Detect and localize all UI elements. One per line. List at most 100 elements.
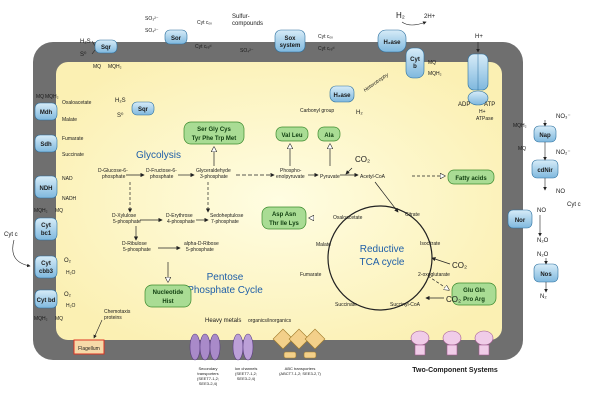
svg-text:MQH₂: MQH₂ [108,64,122,70]
aa-box-aspasn: Asp Asn Thr Ile Lys [261,206,307,230]
aa-box-nucleotide: Nucleotide Hist [144,284,192,308]
svg-text:Acetyl-CoA: Acetyl-CoA [360,174,386,180]
svg-text:MQH₂: MQH₂ [428,71,442,77]
svg-text:Fatty acids: Fatty acids [455,176,487,182]
ppc-title: Pentose [207,272,244,283]
svg-text:Isocitrate: Isocitrate [420,241,441,247]
sox-system: Sulfur- compounds SO₄²⁻ Sox system Cyt c… [232,14,334,54]
abc-transporters: ABC transporters (ABCT7-1,2; SEE3-2,7) [272,328,326,376]
svg-text:D-Erythrose: D-Erythrose [166,213,193,219]
svg-text:system: system [280,43,301,49]
svg-text:H₂: H₂ [356,110,363,116]
svg-text:NO: NO [537,208,546,214]
two-component-systems: Two-Component Systems [410,330,498,374]
svg-text:CO₂: CO₂ [355,155,370,164]
svg-text:Cyt: Cyt [41,223,51,229]
svg-text:H₂O: H₂O [66,303,76,309]
svg-text:Cyt c: Cyt c [567,202,581,208]
svg-text:NDH: NDH [40,186,53,192]
svg-text:MQH₂: MQH₂ [513,123,527,129]
svg-text:H₂ase: H₂ase [333,93,351,99]
svg-text:compounds: compounds [232,21,263,27]
svg-text:Thr Ile Lys: Thr Ile Lys [269,221,299,227]
svg-text:MQ: MQ [55,208,63,214]
svg-text:2H+: 2H+ [424,14,436,20]
atp-synthase: H+ ADP ATP H+ ATPase [458,34,495,122]
svg-text:(SEET7-1,2;: (SEET7-1,2; [235,371,257,376]
ion-channels: Ion channels (SEET7-1,2; SEE3-2,4) [232,333,258,381]
svg-text:NAD: NAD [62,176,73,182]
svg-text:5-phosphate: 5-phosphate [186,247,214,253]
svg-text:Val Leu: Val Leu [281,133,302,139]
rtca-title: Reductive [360,244,405,255]
svg-text:Cyt: Cyt [41,261,51,267]
svg-text:Flagellum: Flagellum [78,346,100,352]
svg-text:Fumarate: Fumarate [62,136,84,142]
svg-text:3-phosphate: 3-phosphate [200,174,228,180]
svg-text:H₂O: H₂O [66,270,76,276]
svg-text:Sulfur-: Sulfur- [232,14,250,20]
svg-text:Sox: Sox [284,36,296,42]
svg-text:MQH₂: MQH₂ [34,208,48,214]
svg-text:Nor: Nor [515,218,526,224]
svg-text:SO₄²⁻: SO₄²⁻ [240,48,254,54]
svg-text:Cyt cᵣₑᵈ: Cyt cᵣₑᵈ [195,44,211,50]
svg-text:MQH₂: MQH₂ [45,94,59,100]
svg-text:Oxaloacetate: Oxaloacetate [62,100,92,106]
svg-text:Sor: Sor [171,36,182,42]
svg-text:Fumarate: Fumarate [300,272,322,278]
svg-text:S⁰: S⁰ [80,51,87,58]
cytoplasm [56,62,502,340]
svg-text:enolpyruvate: enolpyruvate [276,174,305,180]
svg-text:Hist: Hist [162,299,173,305]
svg-text:proteins: proteins [104,315,122,321]
svg-text:Malate: Malate [62,117,77,123]
svg-text:2-oxoglutarate: 2-oxoglutarate [418,272,450,278]
svg-text:Cyt c: Cyt c [4,232,18,238]
svg-text:Sdh: Sdh [40,142,52,148]
flagellum: Flagellum Chemotaxis proteins [73,309,131,355]
svg-text:MQ: MQ [428,60,436,66]
svg-text:transporters: transporters [197,371,218,376]
svg-text:SO₄²⁻: SO₄²⁻ [145,28,159,34]
svg-text:Pro Arg: Pro Arg [463,297,485,303]
svg-text:D-Fructose-6-: D-Fructose-6- [146,168,177,174]
svg-text:Chemotaxis: Chemotaxis [104,309,131,315]
sqr-protein-inner: H₂S S⁰ Sqr [115,98,155,119]
svg-text:CO₂: CO₂ [446,295,461,304]
ppc-pathway: D-Xylulose 5-phosphate D-Erythrose 4-pho… [112,182,244,253]
svg-text:MQ: MQ [93,64,101,70]
svg-text:SO₃²⁻: SO₃²⁻ [145,16,159,22]
svg-text:phosphate: phosphate [102,174,126,180]
svg-text:Asp Asn: Asp Asn [272,212,296,218]
svg-text:Secondary: Secondary [198,366,217,371]
svg-text:N₂O: N₂O [537,252,549,258]
svg-text:MQ: MQ [518,146,526,152]
svg-text:ADP: ADP [458,102,470,108]
svg-text:Carbonyl group: Carbonyl group [300,108,334,114]
svg-text:(ABCT7-1,2; SEE3-2,7): (ABCT7-1,2; SEE3-2,7) [279,371,321,376]
svg-text:N₂: N₂ [540,294,547,300]
svg-text:NO₃⁻: NO₃⁻ [556,114,571,120]
svg-text:Cyt bd: Cyt bd [37,298,56,304]
ndh-protein: NDH [34,175,58,199]
svg-text:bc1: bc1 [41,231,52,237]
svg-text:Succinyl-CoA: Succinyl-CoA [390,302,421,308]
svg-text:SEE3-2,4): SEE3-2,4) [199,381,218,386]
svg-text:alpha-D-Ribose: alpha-D-Ribose [184,241,219,247]
svg-text:Phosphate Cycle: Phosphate Cycle [187,285,263,296]
cyt-bd-protein: Cyt bd [34,289,58,309]
svg-text:Tyr Phe Trp Met: Tyr Phe Trp Met [192,136,237,142]
svg-text:(SEET7-1,2;: (SEET7-1,2; [197,376,219,381]
aa-box-aromatic: Ser Gly Cys Tyr Phe Trp Met [183,121,245,145]
glycolysis-title: Glycolysis [136,150,181,161]
sor-protein: SO₃²⁻ SO₄²⁻ Sor Cyt cₒₓ Cyt cᵣₑᵈ [145,16,212,50]
svg-text:H+: H+ [475,34,483,40]
svg-text:NO: NO [556,189,565,195]
svg-text:NO₂⁻: NO₂⁻ [556,150,571,156]
rtca-cycle: Oxaloacetate Citrate Isocitrate Malate F… [300,181,467,311]
svg-text:Ion channels: Ion channels [235,366,258,371]
svg-text:Succinate: Succinate [62,152,84,158]
svg-text:cdNir: cdNir [537,168,553,174]
